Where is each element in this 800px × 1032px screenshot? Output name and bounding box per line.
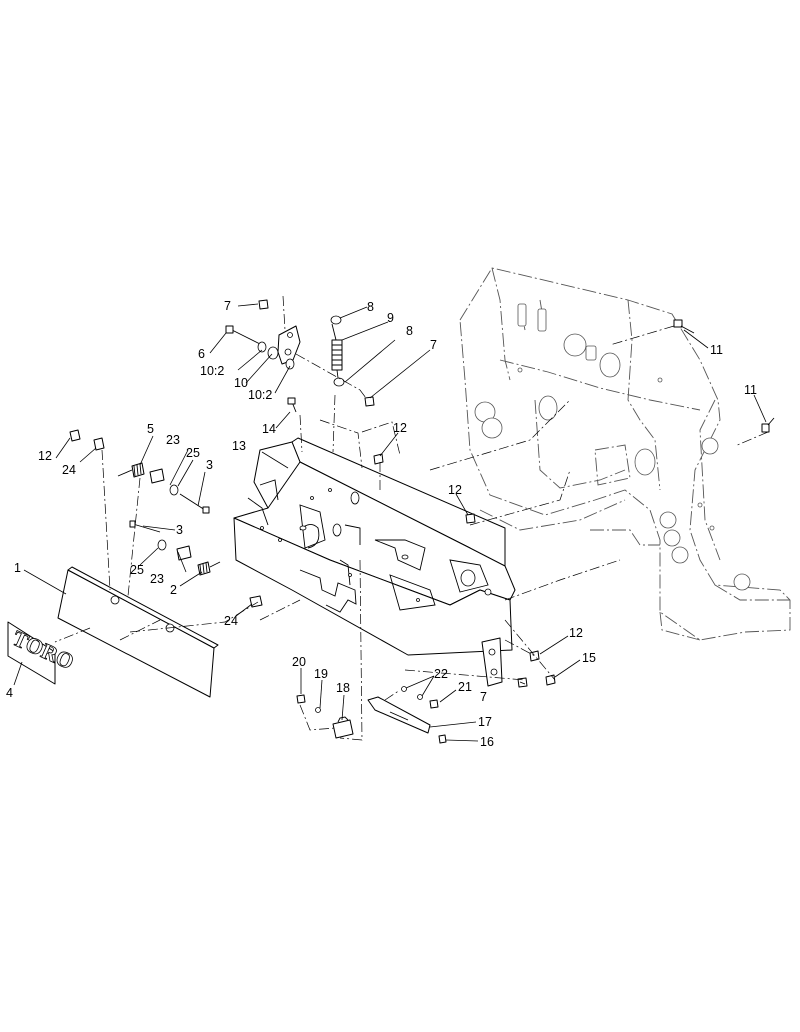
callout-8-top: 8 [367,300,374,314]
callout-7-top: 7 [224,299,231,313]
callout-23-upper: 23 [166,433,180,447]
callout-labels: 1 2 3 3 4 5 6 7 7 7 8 8 9 10 10:2 10:2 1… [6,299,757,749]
frame-bolts [673,319,775,433]
callout-12-mid: 12 [393,421,407,435]
control-weldment [233,437,516,687]
callout-7-bottom: 7 [480,690,487,704]
callout-3-lower: 3 [176,523,183,537]
assembly-lines [54,295,769,741]
callout-10-2-lower: 10:2 [248,388,272,402]
callout-23-lower: 23 [150,572,164,586]
callout-12-right: 12 [448,483,462,497]
callout-2: 2 [170,583,177,597]
leader-lines [13,303,767,742]
front-shield [57,566,219,698]
callout-10-2-upper: 10:2 [200,364,224,378]
lower-hardware [296,650,556,744]
callout-17: 17 [478,715,492,729]
callout-12-lower: 12 [569,626,583,640]
callout-19: 19 [314,667,328,681]
callout-7-right: 7 [430,338,437,352]
callout-6: 6 [198,347,205,361]
callout-5: 5 [147,422,154,436]
callout-13: 13 [232,439,246,453]
callout-10: 10 [234,376,248,390]
callout-24-lower: 24 [224,614,238,628]
callout-14: 14 [262,422,276,436]
callout-15: 15 [582,651,596,665]
callout-16: 16 [480,735,494,749]
callout-8-bottom: 8 [406,324,413,338]
callout-22: 22 [434,667,448,681]
callout-1: 1 [14,561,21,575]
ghost-main-frame [459,267,791,641]
callout-24-left: 24 [62,463,76,477]
callout-11-right: 11 [744,383,757,397]
toro-decal: TORO [7,621,78,685]
callout-4: 4 [6,686,13,700]
callout-25-lower: 25 [130,563,144,577]
callout-12-left: 12 [38,449,52,463]
callout-20: 20 [292,655,306,669]
pivot-hardware [69,429,263,608]
callout-25-upper: 25 [186,446,200,460]
callout-3-upper: 3 [206,458,213,472]
callout-21: 21 [458,680,472,694]
upper-linkage [225,299,476,524]
callout-11-top: 11 [710,343,723,357]
callout-9: 9 [387,311,394,325]
callout-18: 18 [336,681,350,695]
